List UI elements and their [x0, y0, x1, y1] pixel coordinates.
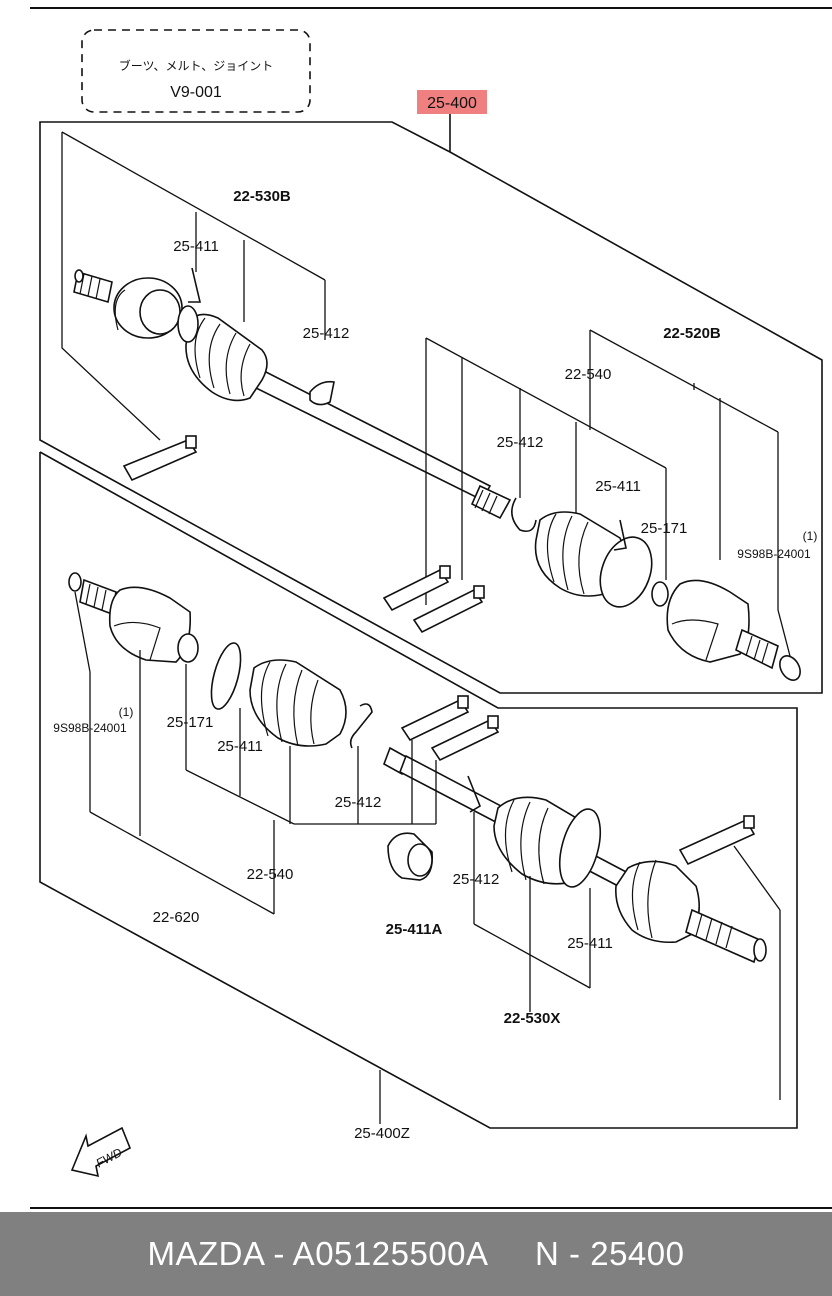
- label-22-620[interactable]: 22-620: [153, 909, 200, 926]
- label-lower-25-412[interactable]: 25-412: [335, 794, 382, 811]
- fwd-arrow: FWD: [70, 1126, 132, 1178]
- label-25-400Z[interactable]: 25-400Z: [354, 1125, 410, 1142]
- upper-grease-tube-left: [122, 435, 198, 482]
- label-lower-qty: (1): [119, 705, 134, 719]
- upper-outer-boot-band: [177, 305, 199, 343]
- label-lower-22-540[interactable]: 22-540: [247, 866, 294, 883]
- highlight-box: [417, 90, 487, 114]
- label-lower-25-411[interactable]: 25-411: [217, 738, 263, 755]
- highlighted-part-label[interactable]: 25-400: [417, 90, 487, 152]
- label-25-411A[interactable]: 25-411A: [386, 921, 443, 938]
- label-22-530B[interactable]: 22-530B: [233, 188, 291, 205]
- upper-inner-kit-bracket: [425, 329, 779, 610]
- label-upper-22-540[interactable]: 22-540: [565, 366, 612, 383]
- label-upper-25-411[interactable]: 25-411: [173, 238, 219, 255]
- upper-outer-boot: [177, 267, 335, 406]
- header-japanese-text: ブーツ、メルト、ジョイント: [119, 58, 274, 73]
- lower-inner-boot: [210, 642, 373, 749]
- lower-grease-tubes: [400, 695, 756, 866]
- exploded-driveshaft-diagram: ブーツ、メルト、ジョイント V9-001 25-400: [30, 7, 832, 1209]
- header-note-box: ブーツ、メルト、ジョイント V9-001: [81, 29, 311, 113]
- label-lower-outer-25-411[interactable]: 25-411: [567, 935, 613, 952]
- lower-assembly-frame: [39, 451, 798, 1129]
- header-code-text: V9-001: [170, 84, 222, 101]
- upper-inner-parts: [511, 497, 801, 681]
- lower-damper: [387, 832, 434, 881]
- label-lower-25-171[interactable]: 25-171: [167, 714, 214, 731]
- upper-outer-joint-bracket: [61, 131, 326, 441]
- upper-shaft: [255, 368, 512, 520]
- label-upper-25-171[interactable]: 25-171: [641, 520, 688, 537]
- lower-bracket-lines: [89, 650, 781, 1124]
- label-upper-9S98B-24001[interactable]: 9S98B-24001: [737, 547, 811, 561]
- label-lower-outer-25-412[interactable]: 25-412: [453, 871, 500, 888]
- upper-grease-tubes-right: [382, 565, 485, 634]
- upper-assembly-frame: [39, 121, 823, 694]
- label-upper-inner-25-411[interactable]: 25-411: [595, 478, 641, 495]
- lower-inner-cv-joint: [68, 572, 199, 673]
- label-22-530X[interactable]: 22-530X: [504, 1010, 561, 1027]
- label-upper-25-412[interactable]: 25-412: [303, 325, 350, 342]
- label-upper-qty: (1): [803, 529, 818, 543]
- label-upper-inner-25-412[interactable]: 25-412: [497, 434, 544, 451]
- footer-bar: MAZDA - A05125500A N - 25400: [0, 1212, 832, 1296]
- lower-outer-cv-joint: [467, 775, 767, 964]
- footer-part-number: MAZDA - A05125500A N - 25400: [147, 1235, 685, 1272]
- highlight-text: 25-400: [427, 95, 477, 112]
- upper-outer-cv-joint: [73, 269, 183, 339]
- label-lower-9S98B-24001[interactable]: 9S98B-24001: [53, 721, 127, 735]
- label-22-520B[interactable]: 22-520B: [663, 325, 721, 342]
